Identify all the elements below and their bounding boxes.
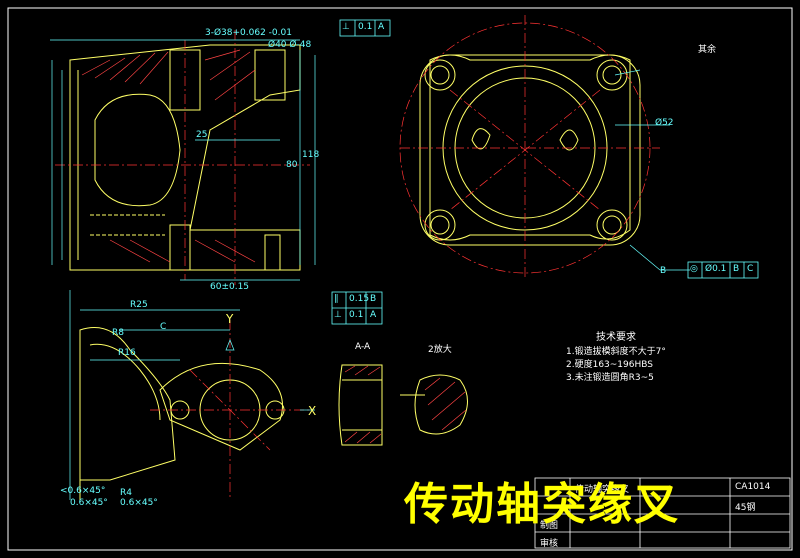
title-block-code: CA1014 [735, 482, 771, 492]
requirement-1: 1.锻造拔模斜度不大于7° [566, 347, 666, 357]
detail-view-hatch [424, 377, 467, 431]
dim-label-b: B [660, 266, 667, 276]
fcf-mid-value: 0.15 [349, 294, 370, 304]
section-a-a [338, 364, 383, 446]
top-view [419, 54, 641, 246]
scale-label: 2放大 [428, 345, 452, 355]
roughness-rest-label: 其余 [698, 45, 717, 55]
title-block-name: 传动轴突缘叉 [575, 485, 630, 495]
title-block-material: 45钢 [735, 503, 756, 513]
fcf-br-value: Ø0.1 [705, 264, 727, 274]
requirement-3: 3.未注锻造圆角R3~5 [566, 373, 654, 383]
title-block [534, 477, 791, 549]
dim-118: 118 [302, 150, 320, 160]
dim-80: 80 [286, 160, 298, 170]
fcf-bottom-right [687, 261, 759, 279]
front-view-hatch [81, 49, 256, 263]
title-block-drawn: 制图 [540, 521, 559, 531]
requirement-2: 2.硬度163~196HBS [566, 360, 653, 370]
side-view-centerlines [150, 320, 310, 500]
section-a-a-hatch [344, 365, 382, 444]
fcf-mid-symbol: ∥ [334, 294, 339, 304]
fcf-br-datum: B [733, 264, 740, 274]
drawing-caption: 传动轴突缘叉 [404, 479, 680, 530]
fcf-br-datum2: C [747, 264, 754, 274]
detail-view [400, 374, 468, 435]
fcf-top-value: 0.1 [358, 22, 373, 32]
section-label: A-A [355, 342, 371, 352]
fcf-top-symbol: ⊥ [342, 22, 350, 32]
fcf-mid2-value: 0.1 [349, 310, 364, 320]
dim-r25: R25 [130, 300, 148, 310]
dim-25: 25 [196, 130, 208, 140]
dim-label-c: C [160, 322, 167, 332]
fcf-mid2-symbol: ⊥ [334, 310, 342, 320]
x-axis-label: X [308, 404, 317, 418]
fcf-mid-datum: B [370, 294, 377, 304]
dim-60: 60±0.15 [210, 282, 250, 292]
dim-r16: R16 [118, 348, 136, 358]
fcf-mid2-datum: A [370, 310, 377, 320]
dim-r52: Ø52 [655, 118, 674, 128]
dim-bore: Ø40 Ø-48 [268, 40, 312, 50]
technical-requirements-title: 技术要求 [596, 332, 636, 343]
fcf-top-datum: A [378, 22, 385, 32]
fcf-top [339, 19, 391, 37]
dim-chamfer-note: <0.6×45° [60, 486, 106, 496]
title-block-checked: 审核 [540, 539, 559, 549]
dim-r8: R8 [112, 328, 124, 338]
drawing-border [7, 7, 793, 551]
top-view-leaders [614, 69, 690, 271]
top-view-centerlines [399, 15, 660, 280]
fcf-br-symbol: ◎ [690, 264, 698, 274]
dim-chamfer-right: 0.6×45° [120, 498, 158, 508]
dim-r4: R4 [120, 488, 132, 498]
front-view-dimensions [50, 39, 316, 281]
side-view-dimensions [69, 290, 315, 500]
dim-holes: 3-Ø38+0.062 -0.01 [205, 28, 292, 38]
y-axis-label: Y [226, 312, 234, 326]
dim-chamfer-left: 0.6×45° [70, 498, 108, 508]
front-view-centerlines [55, 30, 310, 285]
side-view [79, 327, 285, 500]
fcf-middle [331, 291, 383, 325]
